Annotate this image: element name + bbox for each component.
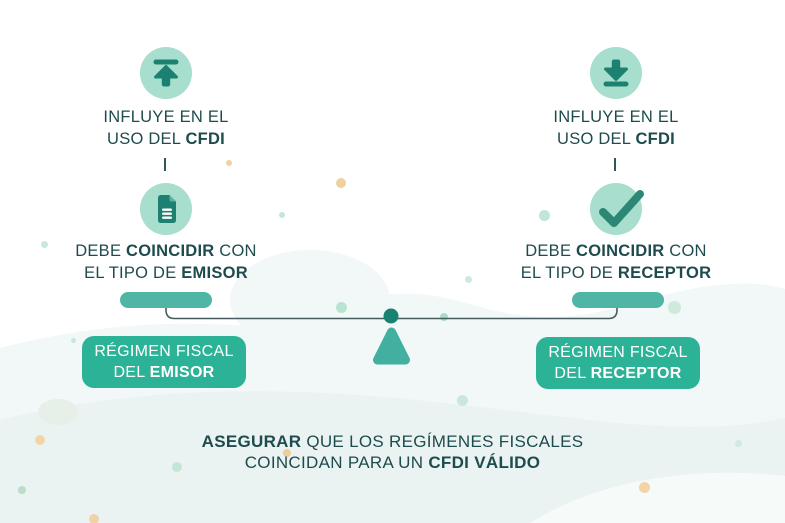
- regimen-receptor-button[interactable]: RÉGIMEN FISCAL DEL RECEPTOR: [536, 337, 700, 389]
- regimen-emisor-line1: RÉGIMEN FISCAL: [94, 343, 234, 360]
- right-match-line2: EL TIPO DE RECEPTOR: [520, 264, 712, 282]
- document-icon: [158, 195, 176, 223]
- left-match-line2: EL TIPO DE EMISOR: [84, 264, 248, 282]
- left-usage-text: INFLUYE EN EL USO DEL CFDI: [46, 106, 286, 150]
- regimen-emisor-button[interactable]: RÉGIMEN FISCAL DEL EMISOR: [82, 336, 246, 388]
- right-usage-text: INFLUYE EN EL USO DEL CFDI: [496, 106, 736, 150]
- left-match-line1: DEBE COINCIDIR CON: [75, 242, 257, 260]
- wave-bottom-right: [530, 472, 785, 523]
- right-match-text: DEBE COINCIDIR CON EL TIPO DE RECEPTOR: [496, 240, 736, 284]
- upload-icon: [153, 59, 179, 87]
- left-usage-line2: USO DEL CFDI: [107, 130, 225, 148]
- upload-icon-circle: [140, 47, 192, 99]
- regimen-emisor-line2: DEL EMISOR: [113, 364, 215, 381]
- regimen-receptor-line1: RÉGIMEN FISCAL: [548, 344, 688, 361]
- wave-deep: [0, 391, 785, 523]
- footer-line2: COINCIDAN PARA UN CFDI VÁLIDO: [244, 453, 541, 472]
- right-usage-line2: USO DEL CFDI: [557, 130, 675, 148]
- left-scale-platform: [120, 292, 212, 308]
- check-icon: [599, 190, 644, 227]
- footer-line1: ASEGURAR QUE LOS REGÍMENES FISCALES: [201, 432, 584, 451]
- document-icon-circle: [140, 183, 192, 235]
- footer-text: ASEGURAR QUE LOS REGÍMENES FISCALES COIN…: [0, 431, 785, 473]
- right-usage-line1: INFLUYE EN EL: [553, 108, 679, 126]
- connector-tick-right: [614, 158, 616, 171]
- right-scale-platform: [572, 292, 664, 308]
- left-match-text: DEBE COINCIDIR CON EL TIPO DE EMISOR: [46, 240, 286, 284]
- connector-tick-left: [164, 158, 166, 171]
- check-icon-circle: [590, 183, 644, 235]
- left-usage-line1: INFLUYE EN EL: [103, 108, 229, 126]
- right-match-line1: DEBE COINCIDIR CON: [525, 242, 707, 260]
- download-icon: [603, 59, 629, 87]
- regimen-receptor-line2: DEL RECEPTOR: [554, 365, 682, 382]
- download-icon-circle: [590, 47, 642, 99]
